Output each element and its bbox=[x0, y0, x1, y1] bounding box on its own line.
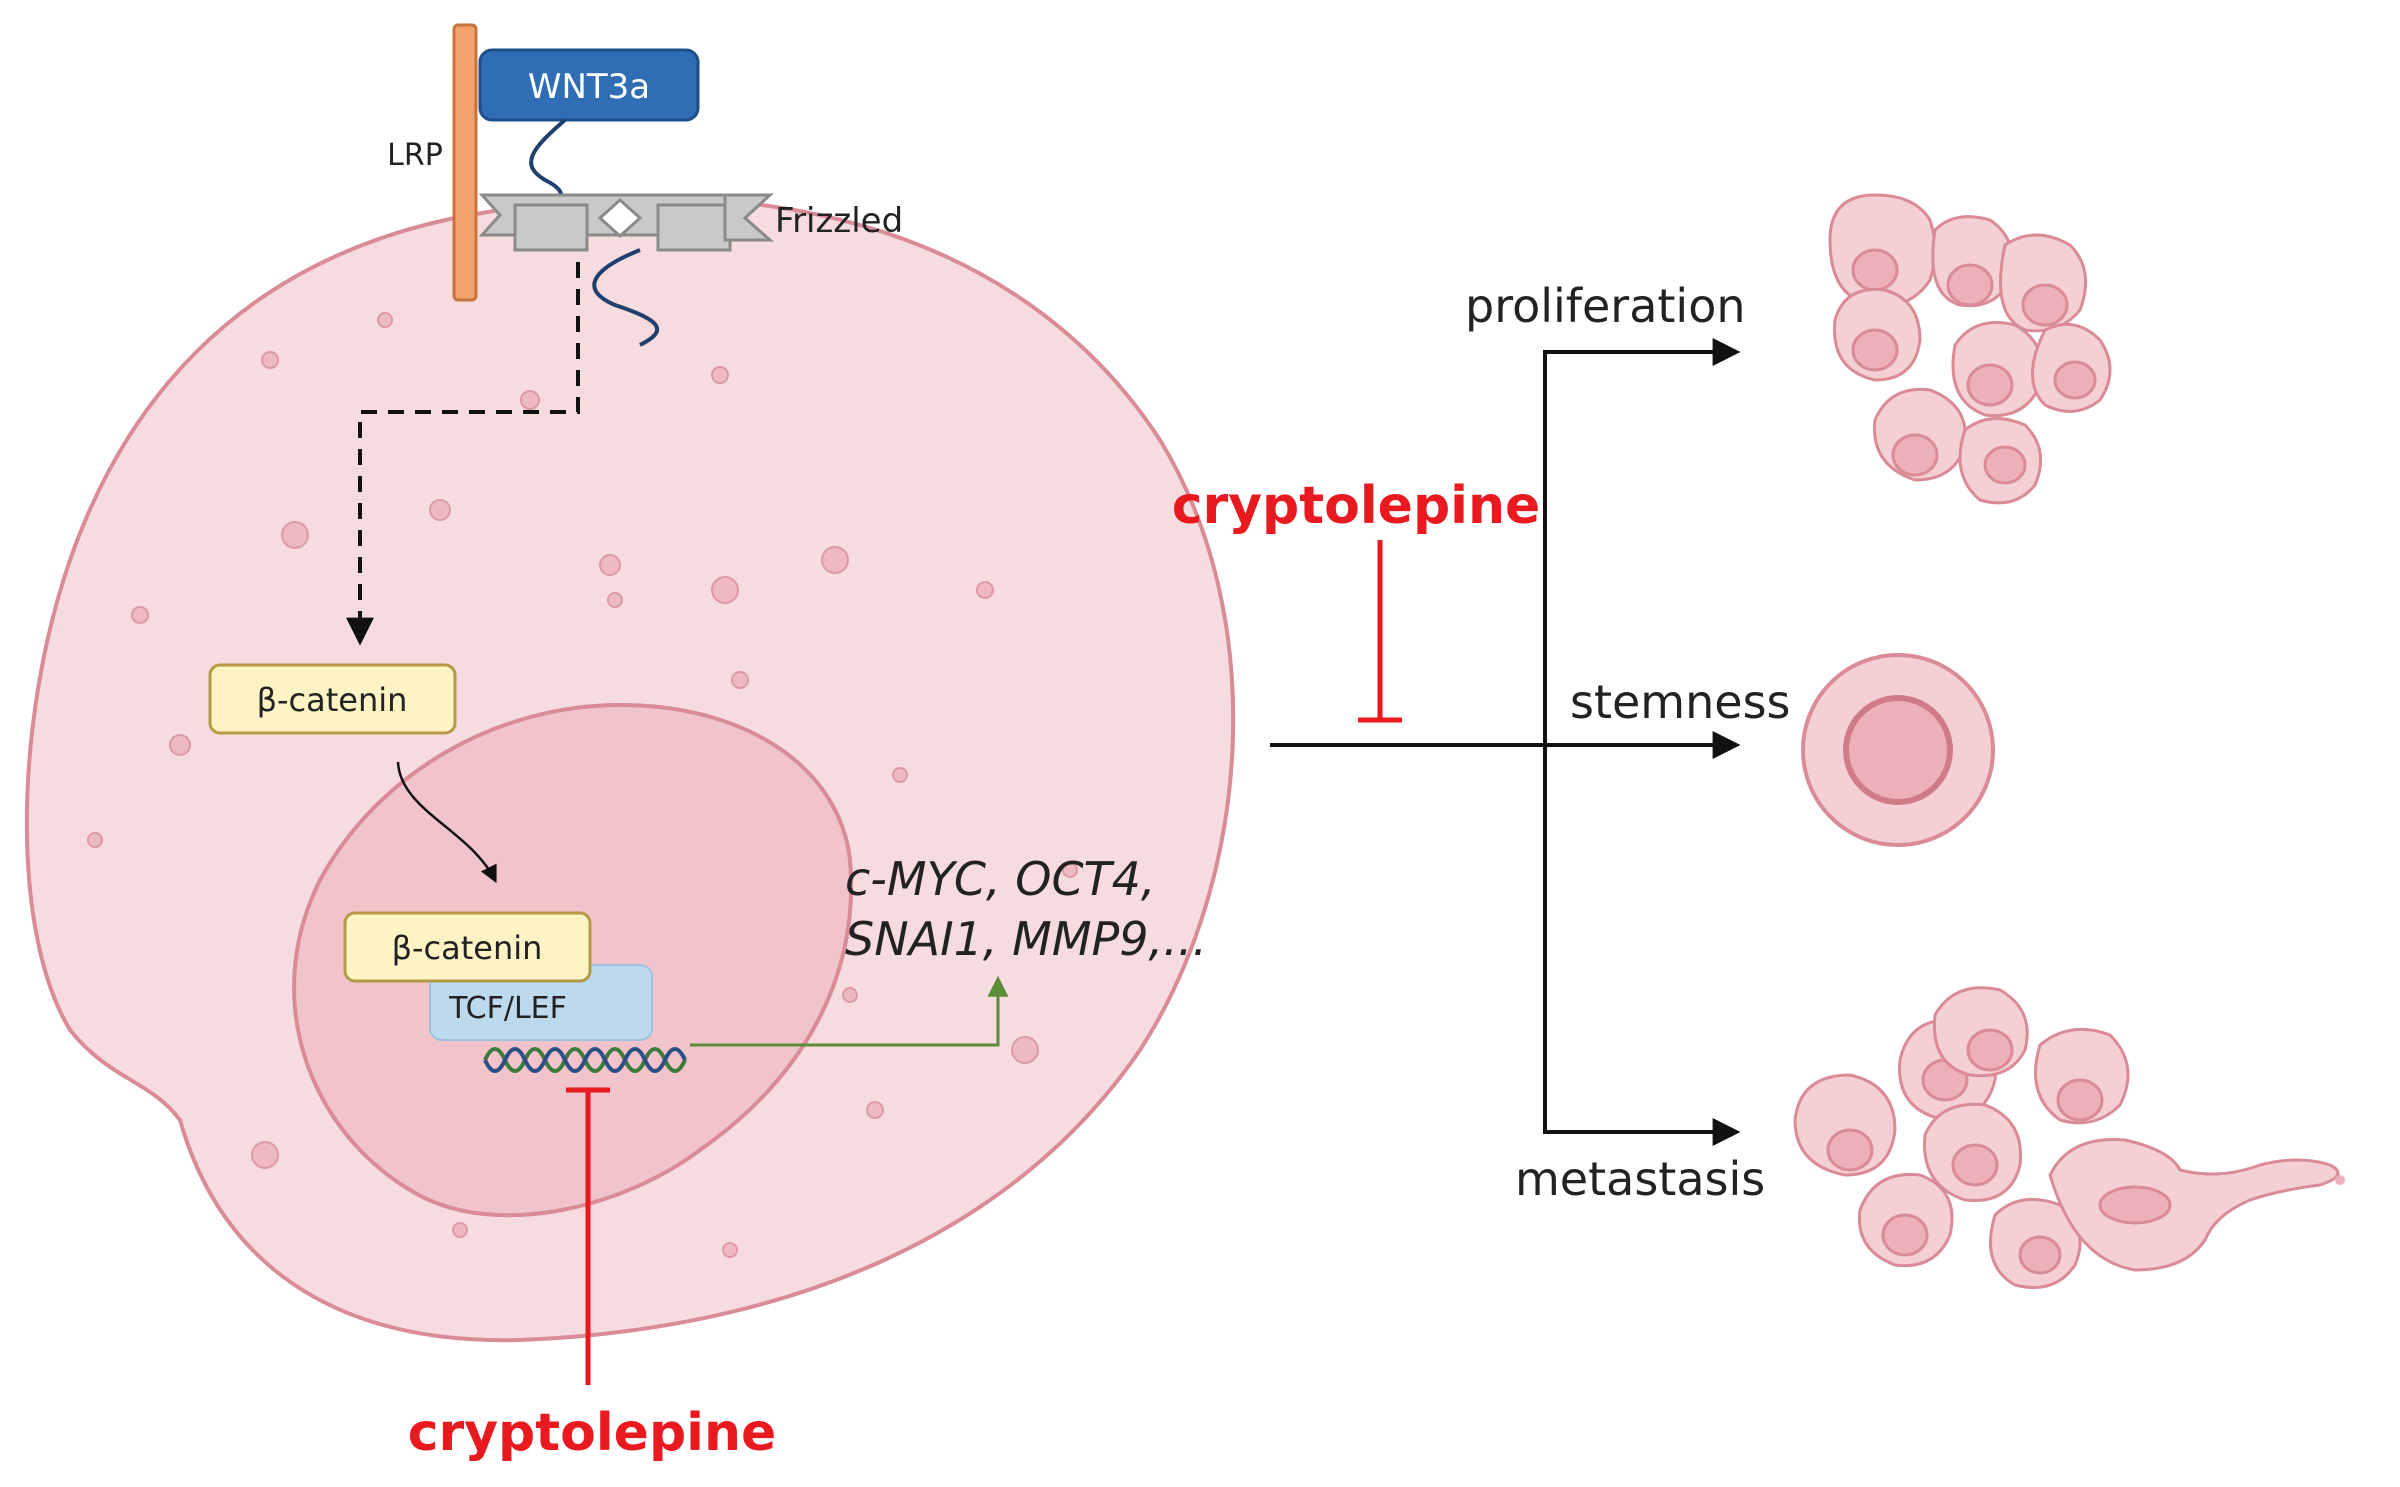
beta-catenin-nucleus-label: β-catenin bbox=[392, 929, 543, 967]
translocation-arrow bbox=[396, 761, 497, 884]
frizzled-receptor bbox=[478, 193, 774, 252]
proliferation-cell-cluster bbox=[1828, 193, 2112, 505]
target-genes-line2: SNAI1, MMP9,... bbox=[845, 912, 1207, 966]
lrp-receptor bbox=[452, 23, 478, 302]
outcome-proliferation-label: proliferation bbox=[1465, 279, 1746, 333]
target-genes-line1: c-MYC, OCT4, bbox=[845, 852, 1156, 906]
beta-catenin-cytoplasm-box bbox=[208, 663, 457, 735]
cryptolepine-label-top: cryptolepine bbox=[1172, 476, 1541, 536]
beta-catenin-nucleus-box bbox=[343, 911, 592, 983]
outcome-metastasis-label: metastasis bbox=[1515, 1152, 1765, 1206]
wnt3a-ligand bbox=[478, 48, 700, 122]
cryptolepine-label-bottom: cryptolepine bbox=[408, 1403, 777, 1463]
wnt3a-label: WNT3a bbox=[528, 67, 650, 107]
frizzled-label: Frizzled bbox=[775, 201, 903, 241]
stem-cell bbox=[1801, 653, 1995, 847]
outcome-stemness-label: stemness bbox=[1570, 675, 1791, 729]
metastasis-cell-cluster bbox=[1793, 986, 2345, 1289]
beta-catenin-cytoplasm-label: β-catenin bbox=[257, 681, 408, 719]
signal-dashed-arrow bbox=[346, 262, 580, 646]
lrp-label: LRP bbox=[387, 138, 443, 173]
expression-arrow bbox=[690, 975, 1009, 1047]
frizzled-tail bbox=[592, 248, 660, 347]
tcf-lef-label: TCF/LEF bbox=[448, 991, 567, 1026]
dna-helix bbox=[483, 1047, 687, 1073]
